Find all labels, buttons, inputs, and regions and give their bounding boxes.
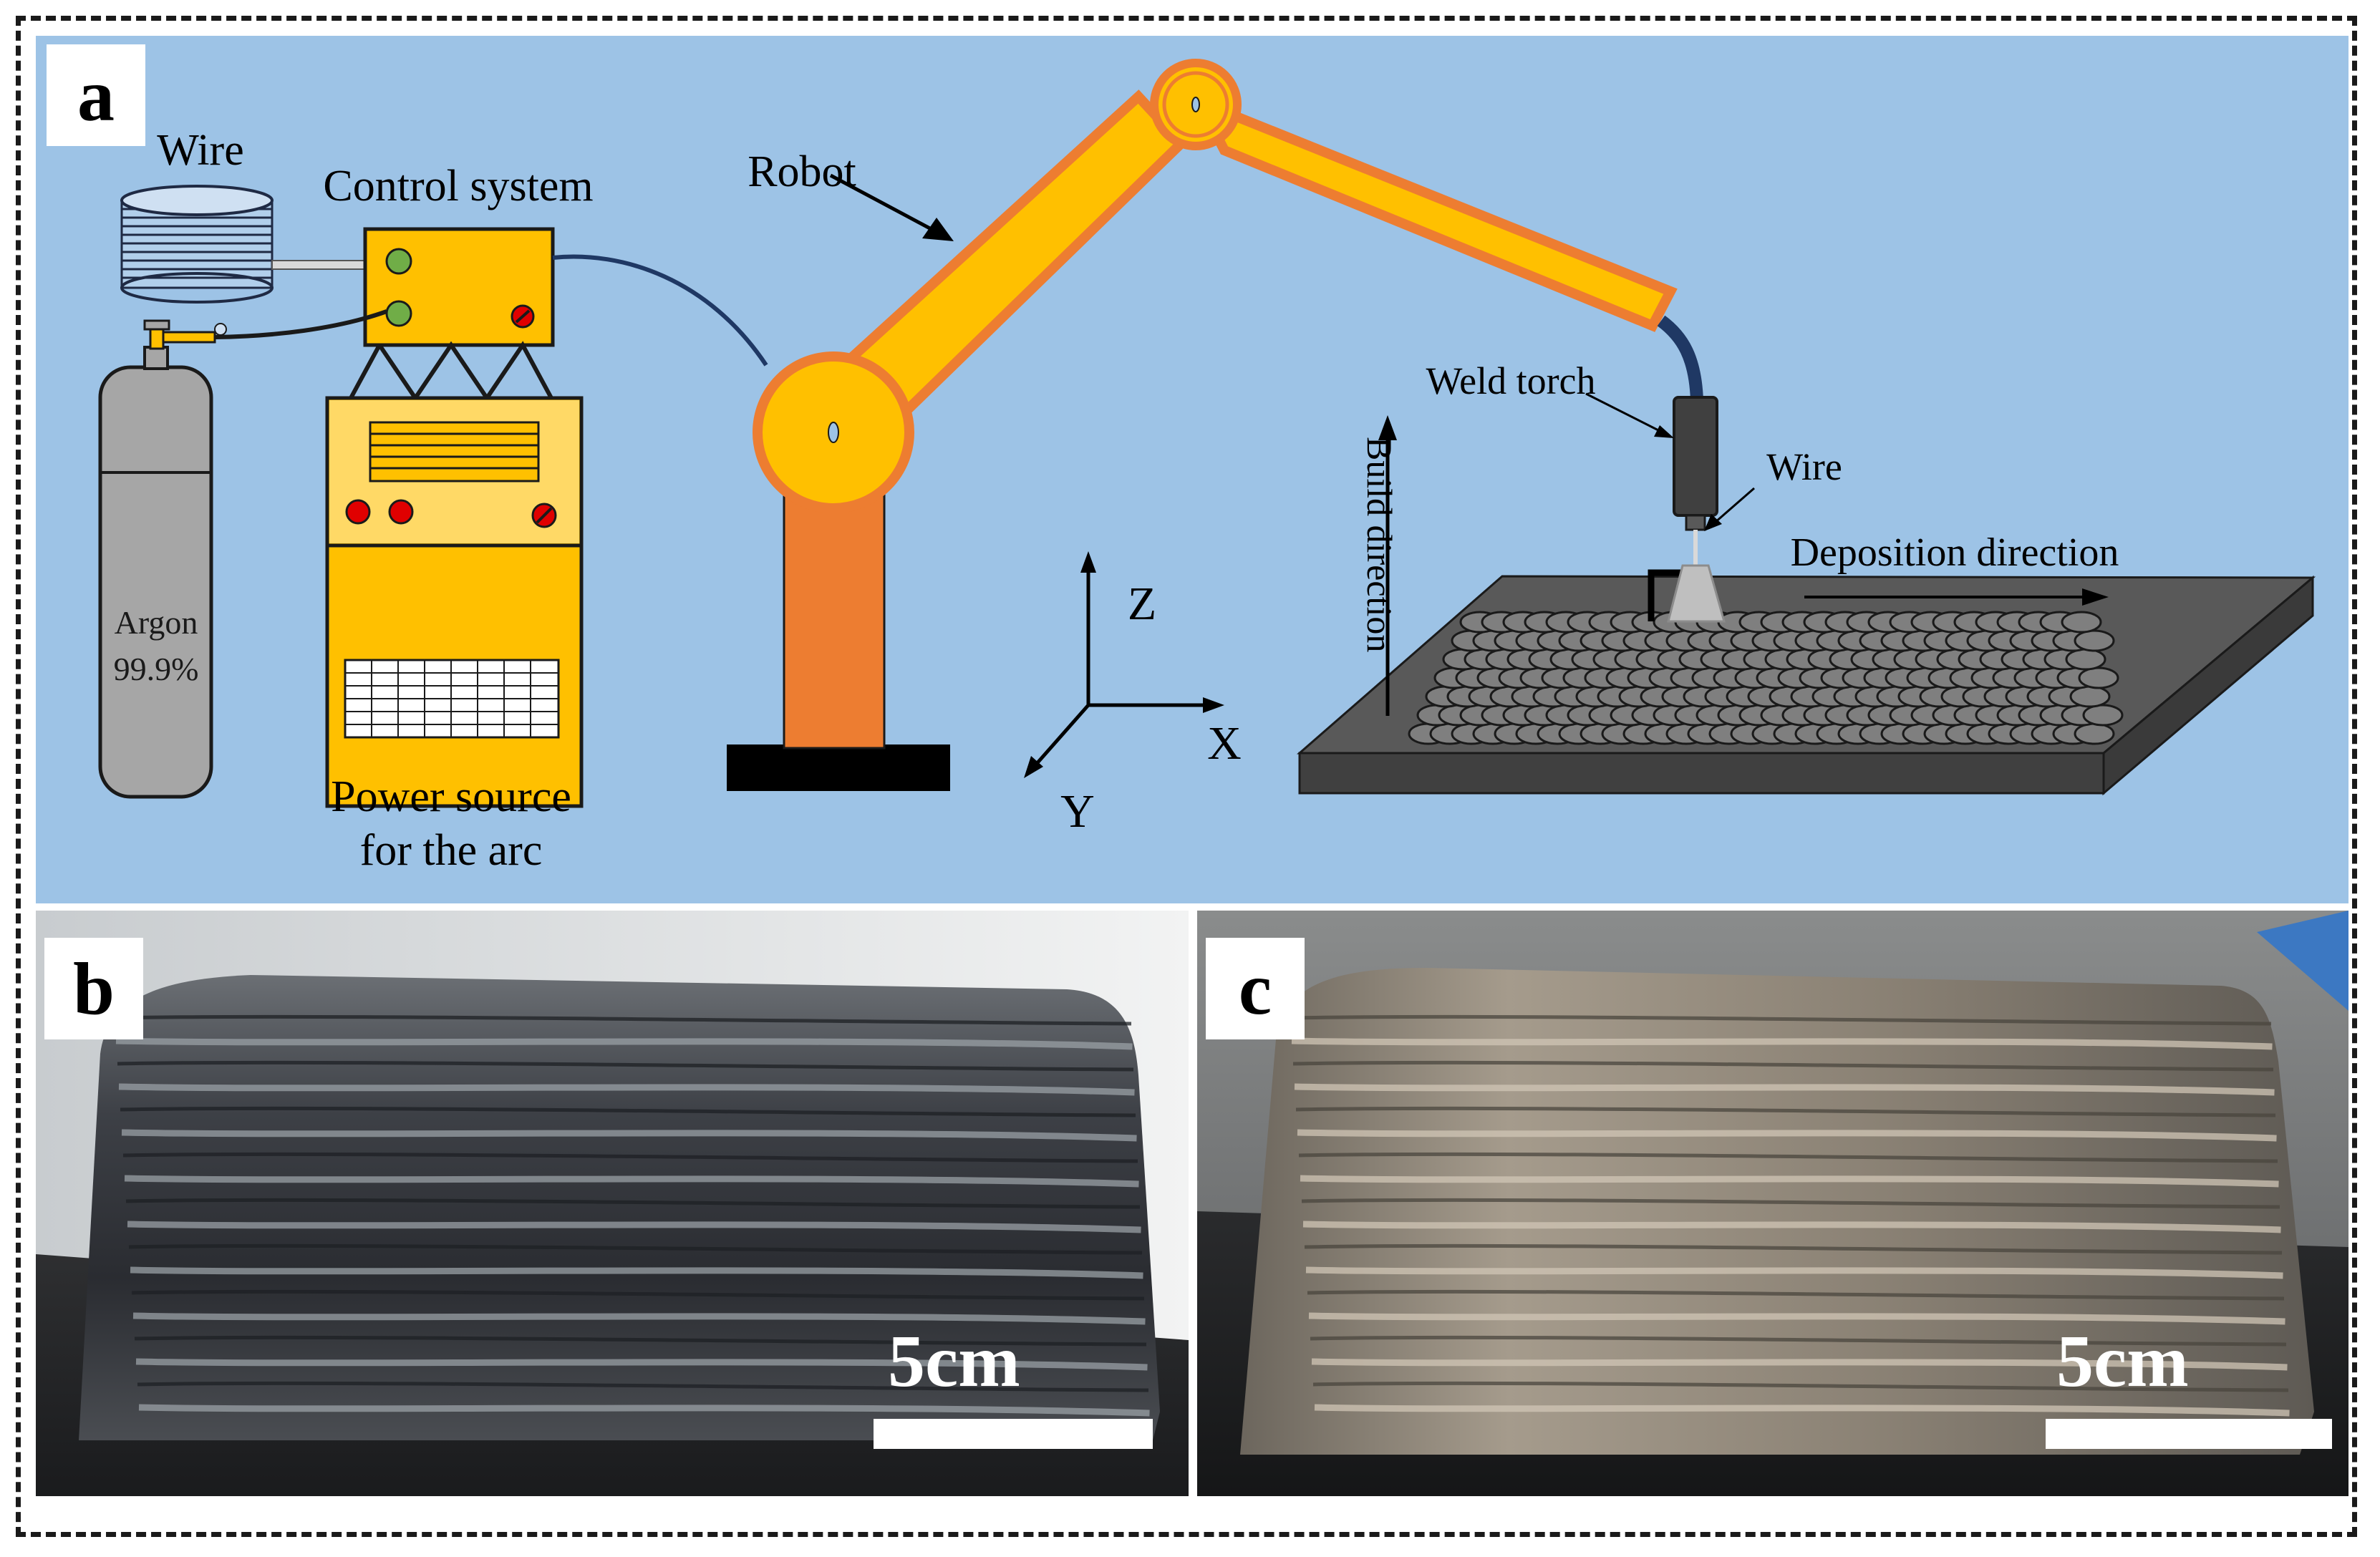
power-source-box [325, 396, 584, 808]
axis-x-label: X [1207, 717, 1242, 770]
weld-layer-line [114, 1014, 1132, 1026]
weld-bead [2069, 685, 2111, 708]
axis-y-label: Y [1060, 785, 1095, 838]
wire-tip-leader [1714, 487, 1755, 524]
wire-spool-icon [120, 185, 274, 304]
weld-layer-line [1300, 1175, 2279, 1188]
weld-layer-line [138, 1404, 1150, 1417]
wire-spool-label: Wire [157, 126, 243, 175]
panel-b-letter: b [44, 938, 143, 1039]
control-system-label: Control system [323, 162, 593, 210]
weld-torch-label: Weld torch [1426, 359, 1595, 402]
weld-layer-line [1304, 1243, 2283, 1255]
weld-layer-line [1314, 1404, 2290, 1417]
weld-layer-line [1308, 1312, 2285, 1325]
weld-layer-line [1297, 1129, 2277, 1142]
panel-c-photo: c 5cm [1197, 911, 2348, 1496]
weld-layer-line [1307, 1289, 2285, 1301]
deposited-weld-layers [1408, 611, 2124, 745]
weld-layer-line [117, 1060, 1134, 1072]
argon-label-line2: 99.9% [114, 651, 199, 687]
wire-tip-label: Wire [1766, 445, 1842, 488]
weld-bead [2074, 629, 2115, 652]
weld-layer-line [1298, 1152, 2278, 1163]
weld-layer-line [118, 1083, 1135, 1096]
panel-c-scale-bar [2046, 1419, 2332, 1449]
weld-layer-line [134, 1335, 1147, 1347]
weld-layer-line [1310, 1335, 2287, 1347]
build-direction-label: Build direction [1360, 437, 1400, 652]
weld-bead [2078, 666, 2119, 689]
control-knob-bottom-icon [385, 300, 412, 327]
weld-layer-line [127, 1221, 1141, 1233]
torch-nozzle [1648, 564, 1726, 623]
weld-layer-line [115, 1037, 1133, 1050]
weld-layer-line [1302, 1221, 2281, 1233]
weld-torch-icon [1673, 396, 1718, 517]
weld-layer-line [131, 1289, 1145, 1301]
panel-b-photo-illustration [36, 911, 1189, 1496]
robot-arm [727, 59, 1718, 791]
panel-b-weld-layers [114, 1014, 1150, 1417]
robot-label-arrow [829, 173, 954, 241]
weld-layer-line [125, 1198, 1141, 1209]
weld-layer-line [1312, 1381, 2289, 1392]
weld-layer-line [1292, 1060, 2274, 1072]
panel-c-scale-label: 5cm [2056, 1320, 2189, 1402]
weld-layer-line [135, 1358, 1148, 1371]
power-source-label-line2: for the arc [360, 826, 543, 875]
panel-c-letter: c [1206, 938, 1305, 1039]
deposition-direction-label: Deposition direction [1791, 530, 2119, 575]
weld-layer-line [128, 1243, 1143, 1255]
deposition-direction-arrow [1804, 588, 2109, 606]
coordinate-axes [1024, 551, 1224, 778]
weld-bead [2082, 704, 2124, 727]
panel-b-scale-label: 5cm [888, 1320, 1020, 1402]
robot-base-column [783, 493, 886, 750]
weld-layer-line [137, 1381, 1149, 1392]
panel-b-photo: b 5cm [36, 911, 1189, 1496]
weld-layer-line [1291, 1037, 2273, 1050]
panel-b-scale-bar [874, 1419, 1153, 1449]
torch-cable [1657, 315, 1703, 402]
panel-c-weld-layers [1290, 1014, 2290, 1417]
argon-gas-hose [214, 309, 388, 339]
weld-layer-line [124, 1175, 1139, 1188]
weld-layer-line [122, 1152, 1138, 1163]
weld-bead [2065, 648, 2106, 671]
weld-layer-line [1290, 1014, 2272, 1026]
weld-layer-line [1295, 1106, 2276, 1117]
panel-a-letter: a [47, 44, 145, 146]
weld-layer-line [1301, 1198, 2280, 1209]
argon-label-line1: Argon [115, 604, 198, 641]
weld-torch-leader [1585, 392, 1660, 432]
build-direction-arrow [1378, 415, 1397, 716]
robot-base-plate [727, 744, 950, 791]
control-knob-top-icon [385, 248, 412, 275]
weld-layer-line [132, 1312, 1146, 1325]
weld-bead [2074, 722, 2115, 745]
weld-layer-line [130, 1266, 1143, 1279]
panel-c-photo-illustration [1197, 911, 2348, 1496]
control-robot-cable [552, 254, 768, 367]
weld-layer-line [1311, 1358, 2288, 1371]
weld-bead [2061, 611, 2102, 634]
argon-cylinder-icon [98, 319, 227, 799]
power-source-label-line1: Power source [331, 772, 571, 821]
axis-z-label: Z [1128, 578, 1156, 630]
control-system-box [363, 227, 555, 347]
panel-a-schematic: Wire Control system [36, 36, 2348, 903]
weld-layer-line [1305, 1266, 2283, 1279]
robot-label: Robot [748, 147, 856, 196]
control-power-linkage [349, 341, 553, 402]
weld-layer-line [121, 1129, 1137, 1142]
weld-layer-line [1294, 1083, 2275, 1096]
dashed-figure-border [16, 16, 2357, 1537]
weld-layer-line [120, 1106, 1136, 1117]
